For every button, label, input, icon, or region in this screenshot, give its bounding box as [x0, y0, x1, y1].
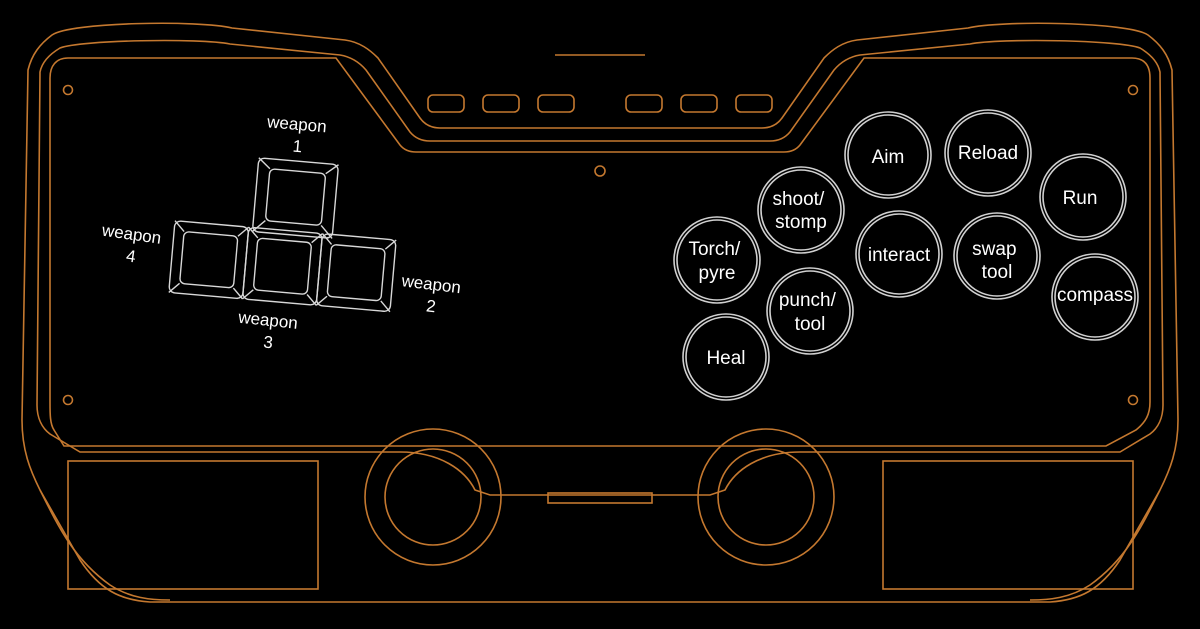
swap-tool-button[interactable]: swap tool: [953, 212, 1041, 300]
right-pad: [882, 460, 1134, 590]
torch-pyre-label: Torch/ pyre: [688, 239, 745, 284]
interact-label: interact: [868, 245, 931, 266]
weapon-keys: [168, 157, 397, 313]
function-button[interactable]: [537, 94, 575, 113]
top-function-buttons: [427, 94, 773, 113]
left-pad: [67, 460, 319, 590]
label-weapon-4: weapon 4: [97, 221, 167, 271]
left-joystick[interactable]: [364, 428, 502, 566]
torch-pyre-button[interactable]: Torch/ pyre: [673, 216, 761, 304]
key-weapon-1[interactable]: [251, 157, 339, 239]
action-buttons: Aim Reload Run shoot/ stomp interact swa…: [673, 109, 1139, 401]
reload-button[interactable]: Reload: [944, 109, 1032, 197]
aim-label: Aim: [872, 147, 905, 168]
key-weapon-4[interactable]: [168, 220, 250, 300]
key-weapon-3[interactable]: [242, 226, 323, 306]
bottom-pads: [67, 460, 1134, 590]
label-weapon-1: weapon 1: [264, 112, 333, 159]
swap-tool-label: swap tool: [972, 239, 1022, 283]
right-joystick[interactable]: [697, 428, 835, 566]
function-button[interactable]: [735, 94, 773, 113]
shoot-stomp-label: shoot/ stomp: [772, 189, 829, 233]
controller-body: [21, 22, 1179, 603]
shoot-stomp-button[interactable]: shoot/ stomp: [757, 166, 845, 254]
reload-label: Reload: [958, 143, 1018, 164]
label-weapon-3: weapon 3: [234, 308, 303, 356]
center-slot: [547, 492, 653, 504]
compass-button[interactable]: compass: [1051, 253, 1139, 341]
function-button[interactable]: [427, 94, 465, 113]
heal-label: Heal: [706, 348, 745, 369]
function-button[interactable]: [482, 94, 520, 113]
label-weapon-2: weapon 2: [397, 271, 467, 320]
weapon-labels: weapon 1 weapon 4 weapon 3 weapon 2: [97, 112, 467, 356]
key-weapon-2[interactable]: [315, 233, 397, 313]
function-button[interactable]: [680, 94, 718, 113]
punch-tool-label: punch/ tool: [779, 290, 841, 335]
interact-button[interactable]: interact: [855, 210, 943, 298]
screw-holes: [62, 84, 1139, 406]
aim-button[interactable]: Aim: [844, 111, 932, 199]
punch-tool-button[interactable]: punch/ tool: [766, 267, 854, 355]
compass-label: compass: [1057, 285, 1133, 306]
run-button[interactable]: Run: [1039, 153, 1127, 241]
run-label: Run: [1063, 188, 1098, 209]
heal-button[interactable]: Heal: [682, 313, 770, 401]
function-button[interactable]: [625, 94, 663, 113]
